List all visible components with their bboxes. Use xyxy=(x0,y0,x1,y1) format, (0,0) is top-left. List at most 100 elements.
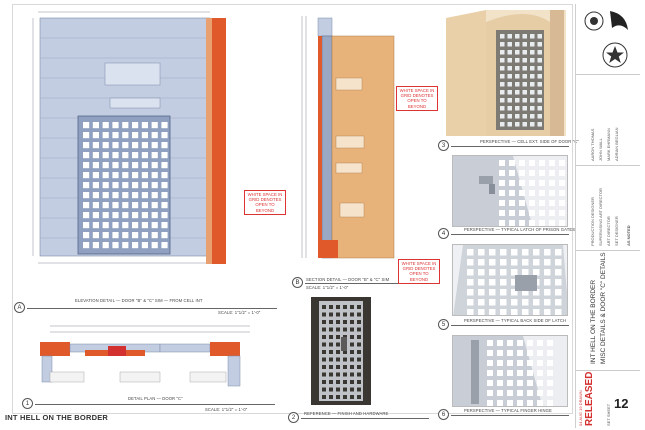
grid-opening xyxy=(507,390,513,396)
grid-opening xyxy=(161,212,168,219)
grid-opening xyxy=(489,309,496,315)
grid-opening xyxy=(559,190,565,196)
grid-opening xyxy=(533,259,540,266)
grid-opening xyxy=(539,190,545,196)
p4-caption-rule xyxy=(451,234,569,235)
grid-opening xyxy=(102,162,109,169)
grid-opening xyxy=(132,172,139,179)
grid-opening xyxy=(489,249,496,256)
grid-opening xyxy=(537,390,543,396)
grid-opening xyxy=(478,249,485,256)
grid-opening xyxy=(537,360,543,366)
grid-opening xyxy=(467,269,474,276)
grid-opening xyxy=(509,180,515,186)
grid-opening xyxy=(357,395,361,399)
grid-opening xyxy=(343,305,347,309)
grid-opening xyxy=(499,200,505,206)
grid-opening xyxy=(517,400,523,406)
grid-opening xyxy=(507,42,512,47)
star-seal-icon xyxy=(602,42,628,68)
detail-plan xyxy=(30,320,278,395)
grid-opening xyxy=(519,200,525,206)
grid-opening xyxy=(102,132,109,139)
grid-opening xyxy=(522,90,527,95)
grid-opening xyxy=(530,98,535,103)
grid-opening xyxy=(547,380,553,386)
grid-opening xyxy=(500,299,507,306)
grid-opening xyxy=(530,42,535,47)
grid-opening xyxy=(549,200,555,206)
plan-caption: DETAIL PLAN — DOOR "C" xyxy=(128,396,183,401)
grid-opening xyxy=(478,299,485,306)
grid-opening xyxy=(322,395,326,399)
perspective-6 xyxy=(452,335,568,407)
grid-opening xyxy=(122,172,129,179)
grid-opening xyxy=(102,172,109,179)
grid-opening xyxy=(547,340,553,346)
grid-opening xyxy=(529,210,535,216)
grid-opening xyxy=(500,66,505,71)
grid-opening xyxy=(350,327,354,332)
grid-opening xyxy=(507,82,512,87)
grid-opening xyxy=(499,180,505,186)
grid-opening xyxy=(500,42,505,47)
grid-opening xyxy=(509,190,515,196)
grid-opening xyxy=(92,132,99,139)
grid-opening xyxy=(547,350,553,356)
grid-opening xyxy=(92,192,99,199)
grid-opening xyxy=(530,106,535,111)
grid-opening xyxy=(112,182,119,189)
grid-opening xyxy=(322,365,326,369)
grid-opening xyxy=(487,350,493,356)
perspective-6-image xyxy=(453,336,567,406)
grid-opening xyxy=(519,170,525,176)
grid-opening xyxy=(357,357,361,362)
grid-opening xyxy=(507,380,513,386)
status-released: RELEASED xyxy=(584,371,595,426)
grid-opening xyxy=(83,202,90,209)
grid-opening xyxy=(329,320,333,324)
grid-opening xyxy=(515,90,520,95)
grid-opening xyxy=(537,122,542,127)
title-info-block: INT HELL ON THE BORDER MISC DETAILS & DO… xyxy=(576,252,640,371)
grid-opening xyxy=(322,335,326,339)
grid-opening xyxy=(507,114,512,119)
grid-opening xyxy=(132,162,139,169)
grid-opening xyxy=(539,220,545,226)
grid-opening xyxy=(92,172,99,179)
grid-opening xyxy=(102,152,109,159)
grid-opening xyxy=(533,289,540,296)
grid-opening xyxy=(83,172,90,179)
grid-opening xyxy=(517,340,523,346)
grid-opening xyxy=(350,387,354,392)
grid-opening xyxy=(151,232,158,239)
elevation-badge: A xyxy=(14,302,25,313)
grid-opening xyxy=(336,335,340,339)
grid-opening xyxy=(507,360,513,366)
grid-opening xyxy=(151,162,158,169)
grid-opening xyxy=(537,42,542,47)
grid-opening xyxy=(350,320,354,324)
grid-opening xyxy=(467,289,474,296)
grid-opening xyxy=(519,160,525,166)
grid-opening xyxy=(322,387,326,392)
grid-opening xyxy=(527,340,533,346)
grid-opening xyxy=(500,122,505,127)
grid-opening xyxy=(329,380,333,384)
grid-opening xyxy=(511,279,518,286)
grid-opening xyxy=(549,220,555,226)
grid-opening xyxy=(102,232,109,239)
grid-opening xyxy=(539,210,545,216)
credit-role: ART DIRECTOR xyxy=(606,216,611,246)
elevation-caption-rule xyxy=(27,308,277,309)
grid-opening xyxy=(161,172,168,179)
grid-opening xyxy=(141,222,148,229)
grid-opening xyxy=(350,305,354,309)
section-detail xyxy=(300,8,400,266)
grid-opening xyxy=(509,200,515,206)
grid-opening xyxy=(141,142,148,149)
grid-opening xyxy=(329,312,333,317)
grid-opening xyxy=(83,152,90,159)
sheet-number: 12 xyxy=(614,396,629,411)
grid-opening xyxy=(161,182,168,189)
